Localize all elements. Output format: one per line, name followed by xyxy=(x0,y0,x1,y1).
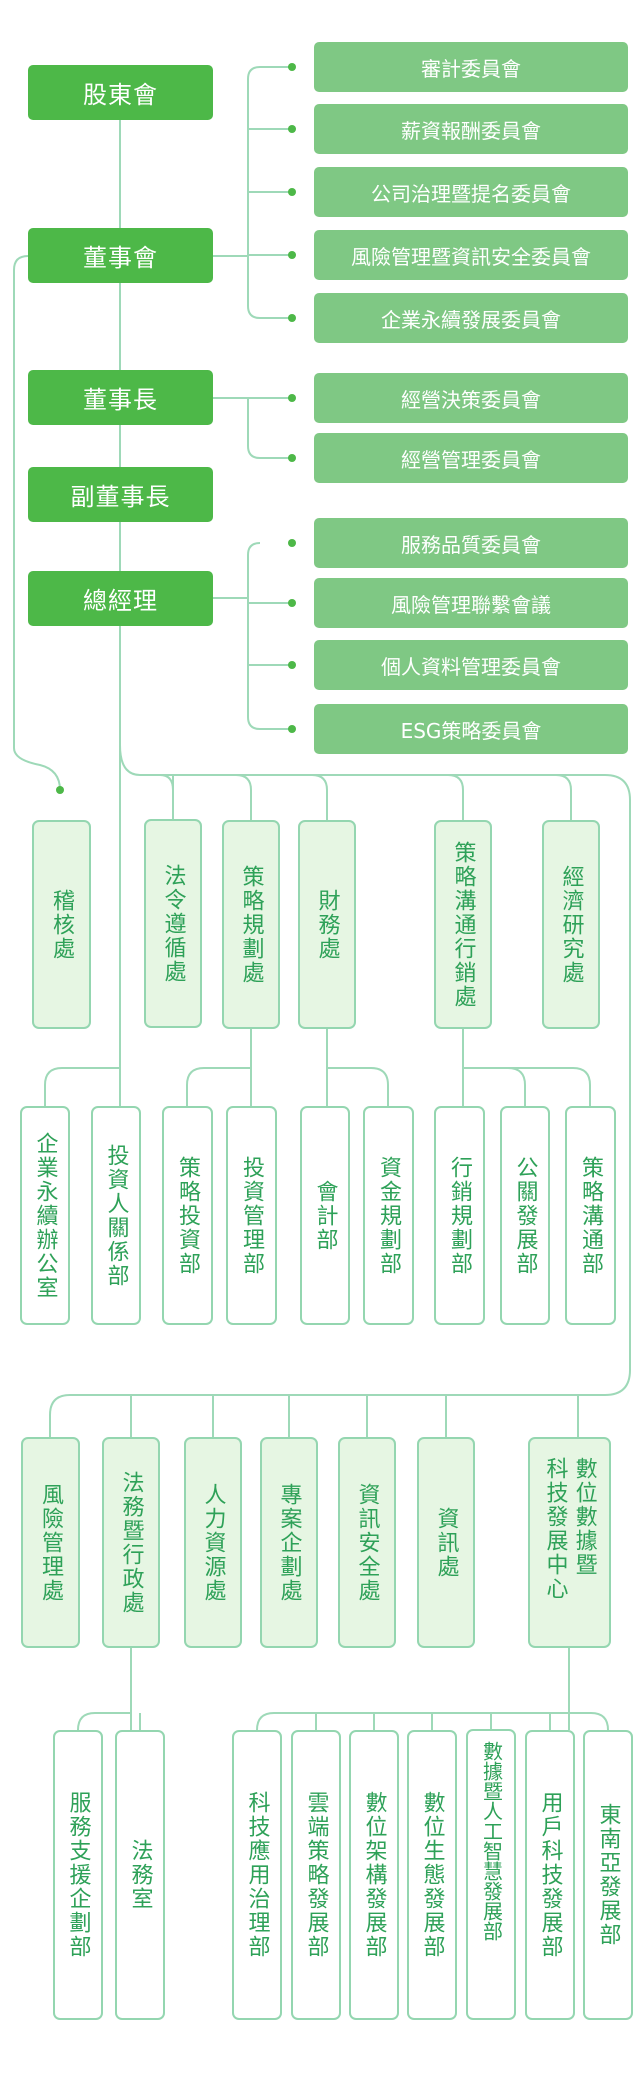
dept-label: 資金規劃部 xyxy=(376,1155,402,1276)
dept-label: 企業永續辦公室 xyxy=(32,1131,58,1300)
dept-label: 公關發展部 xyxy=(512,1155,538,1276)
dept-investor-relations: 投資人關係部 xyxy=(91,1106,141,1325)
dept-investment-management: 投資管理部 xyxy=(226,1106,277,1325)
committee-audit: 審計委員會 xyxy=(314,42,628,92)
committee-personal-data: 個人資料管理委員會 xyxy=(314,640,628,690)
dept-label: 用戶科技發展部 xyxy=(537,1791,563,1959)
dept-strategic-communication: 策略溝通部 xyxy=(565,1106,616,1325)
dept-digital-ecosystem: 數位生態發展部 xyxy=(407,1730,457,2020)
dept-label-line: 科技發展中心 xyxy=(542,1457,568,1601)
dept-strategic-comm-marketing: 策略溝通行銷處 xyxy=(434,820,492,1029)
dept-label: 數據暨人工智慧發展部 xyxy=(479,1741,504,1941)
dept-label-line: 數位數據暨 xyxy=(571,1457,597,1577)
dept-label: 風險管理處 xyxy=(38,1482,64,1603)
dept-label: 財務處 xyxy=(314,888,340,961)
digital-data-tech-center: 數位數據暨科技發展中心 xyxy=(528,1437,611,1648)
committee-service-quality: 服務品質委員會 xyxy=(314,518,628,568)
dept-data-ai: 數據暨人工智慧發展部 xyxy=(466,1729,516,2020)
office-sustainability: 企業永續辦公室 xyxy=(20,1106,70,1325)
shareholders-meeting: 股東會 xyxy=(28,65,213,120)
dept-economic-research: 經濟研究處 xyxy=(542,820,600,1029)
dept-label: 策略投資部 xyxy=(175,1155,201,1276)
dept-label: 稽核處 xyxy=(49,888,75,961)
dept-accounting: 會計部 xyxy=(300,1106,350,1325)
dept-label: 策略溝通部 xyxy=(578,1155,604,1276)
dept-digital-architecture: 數位架構發展部 xyxy=(349,1730,399,2020)
committee-sustainability: 企業永續發展委員會 xyxy=(314,293,628,343)
dept-tech-app-governance: 科技應用治理部 xyxy=(232,1730,282,2020)
dept-user-tech: 用戶科技發展部 xyxy=(525,1730,575,2020)
dept-label: 服務支援企劃部 xyxy=(65,1791,91,1959)
dept-treasury: 資金規劃部 xyxy=(363,1106,414,1325)
dept-service-support: 服務支援企劃部 xyxy=(53,1730,103,2020)
dept-strategic-investment: 策略投資部 xyxy=(162,1106,213,1325)
dept-human-resources: 人力資源處 xyxy=(184,1437,242,1648)
chairman: 董事長 xyxy=(28,370,213,425)
dept-label: 專案企劃處 xyxy=(276,1482,302,1603)
dept-cloud-strategy: 雲端策略發展部 xyxy=(291,1730,341,2020)
dept-information: 資訊處 xyxy=(417,1437,475,1648)
dept-public-relations: 公關發展部 xyxy=(500,1106,550,1325)
dept-label: 人力資源處 xyxy=(200,1482,226,1603)
dept-label: 法務室 xyxy=(127,1839,153,1911)
dept-finance: 財務處 xyxy=(298,820,356,1029)
dept-label: 投資管理部 xyxy=(239,1155,265,1276)
committee-business-decision: 經營決策委員會 xyxy=(314,373,628,423)
committee-governance: 公司治理暨提名委員會 xyxy=(314,167,628,217)
dept-project-planning: 專案企劃處 xyxy=(260,1437,318,1648)
dept-label: 數位生態發展部 xyxy=(419,1791,445,1959)
dept-audit: 稽核處 xyxy=(32,820,91,1029)
dept-strategy-planning: 策略規劃處 xyxy=(222,820,280,1029)
dept-label: 會計部 xyxy=(312,1179,338,1252)
committee-esg: ESG策略委員會 xyxy=(314,704,628,754)
dept-label: 法令遵循處 xyxy=(160,863,186,984)
dept-label: 行銷規劃部 xyxy=(447,1155,473,1276)
dept-southeast-asia: 東南亞發展部 xyxy=(583,1730,633,2020)
dept-label: 策略規劃處 xyxy=(238,864,264,985)
committee-risk-liaison: 風險管理聯繫會議 xyxy=(314,578,628,628)
dept-label: 科技應用治理部 xyxy=(244,1791,270,1959)
dept-legal-admin: 法務暨行政處 xyxy=(102,1437,160,1648)
dept-risk-management: 風險管理處 xyxy=(21,1437,80,1648)
dept-information-security: 資訊安全處 xyxy=(338,1437,396,1648)
dept-label: 資訊安全處 xyxy=(354,1482,380,1603)
dept-label: 法務暨行政處 xyxy=(118,1470,144,1615)
dept-compliance: 法令遵循處 xyxy=(144,819,202,1028)
committee-risk-security: 風險管理暨資訊安全委員會 xyxy=(314,230,628,280)
dept-label: 數位架構發展部 xyxy=(361,1791,387,1959)
dept-label: 雲端策略發展部 xyxy=(303,1791,329,1959)
dept-label: 資訊處 xyxy=(433,1506,459,1579)
dept-label: 投資人關係部 xyxy=(103,1143,129,1288)
vice-chairman: 副董事長 xyxy=(28,467,213,522)
dept-legal-office: 法務室 xyxy=(115,1730,165,2020)
board-of-directors: 董事會 xyxy=(28,228,213,283)
dept-label: 東南亞發展部 xyxy=(595,1803,621,1947)
dept-marketing-planning: 行銷規劃部 xyxy=(434,1106,485,1325)
president: 總經理 xyxy=(28,571,213,626)
committee-business-management: 經營管理委員會 xyxy=(314,433,628,483)
dept-label: 經濟研究處 xyxy=(558,864,584,985)
committee-remuneration: 薪資報酬委員會 xyxy=(314,104,628,154)
dept-label: 策略溝通行銷處 xyxy=(450,840,476,1009)
